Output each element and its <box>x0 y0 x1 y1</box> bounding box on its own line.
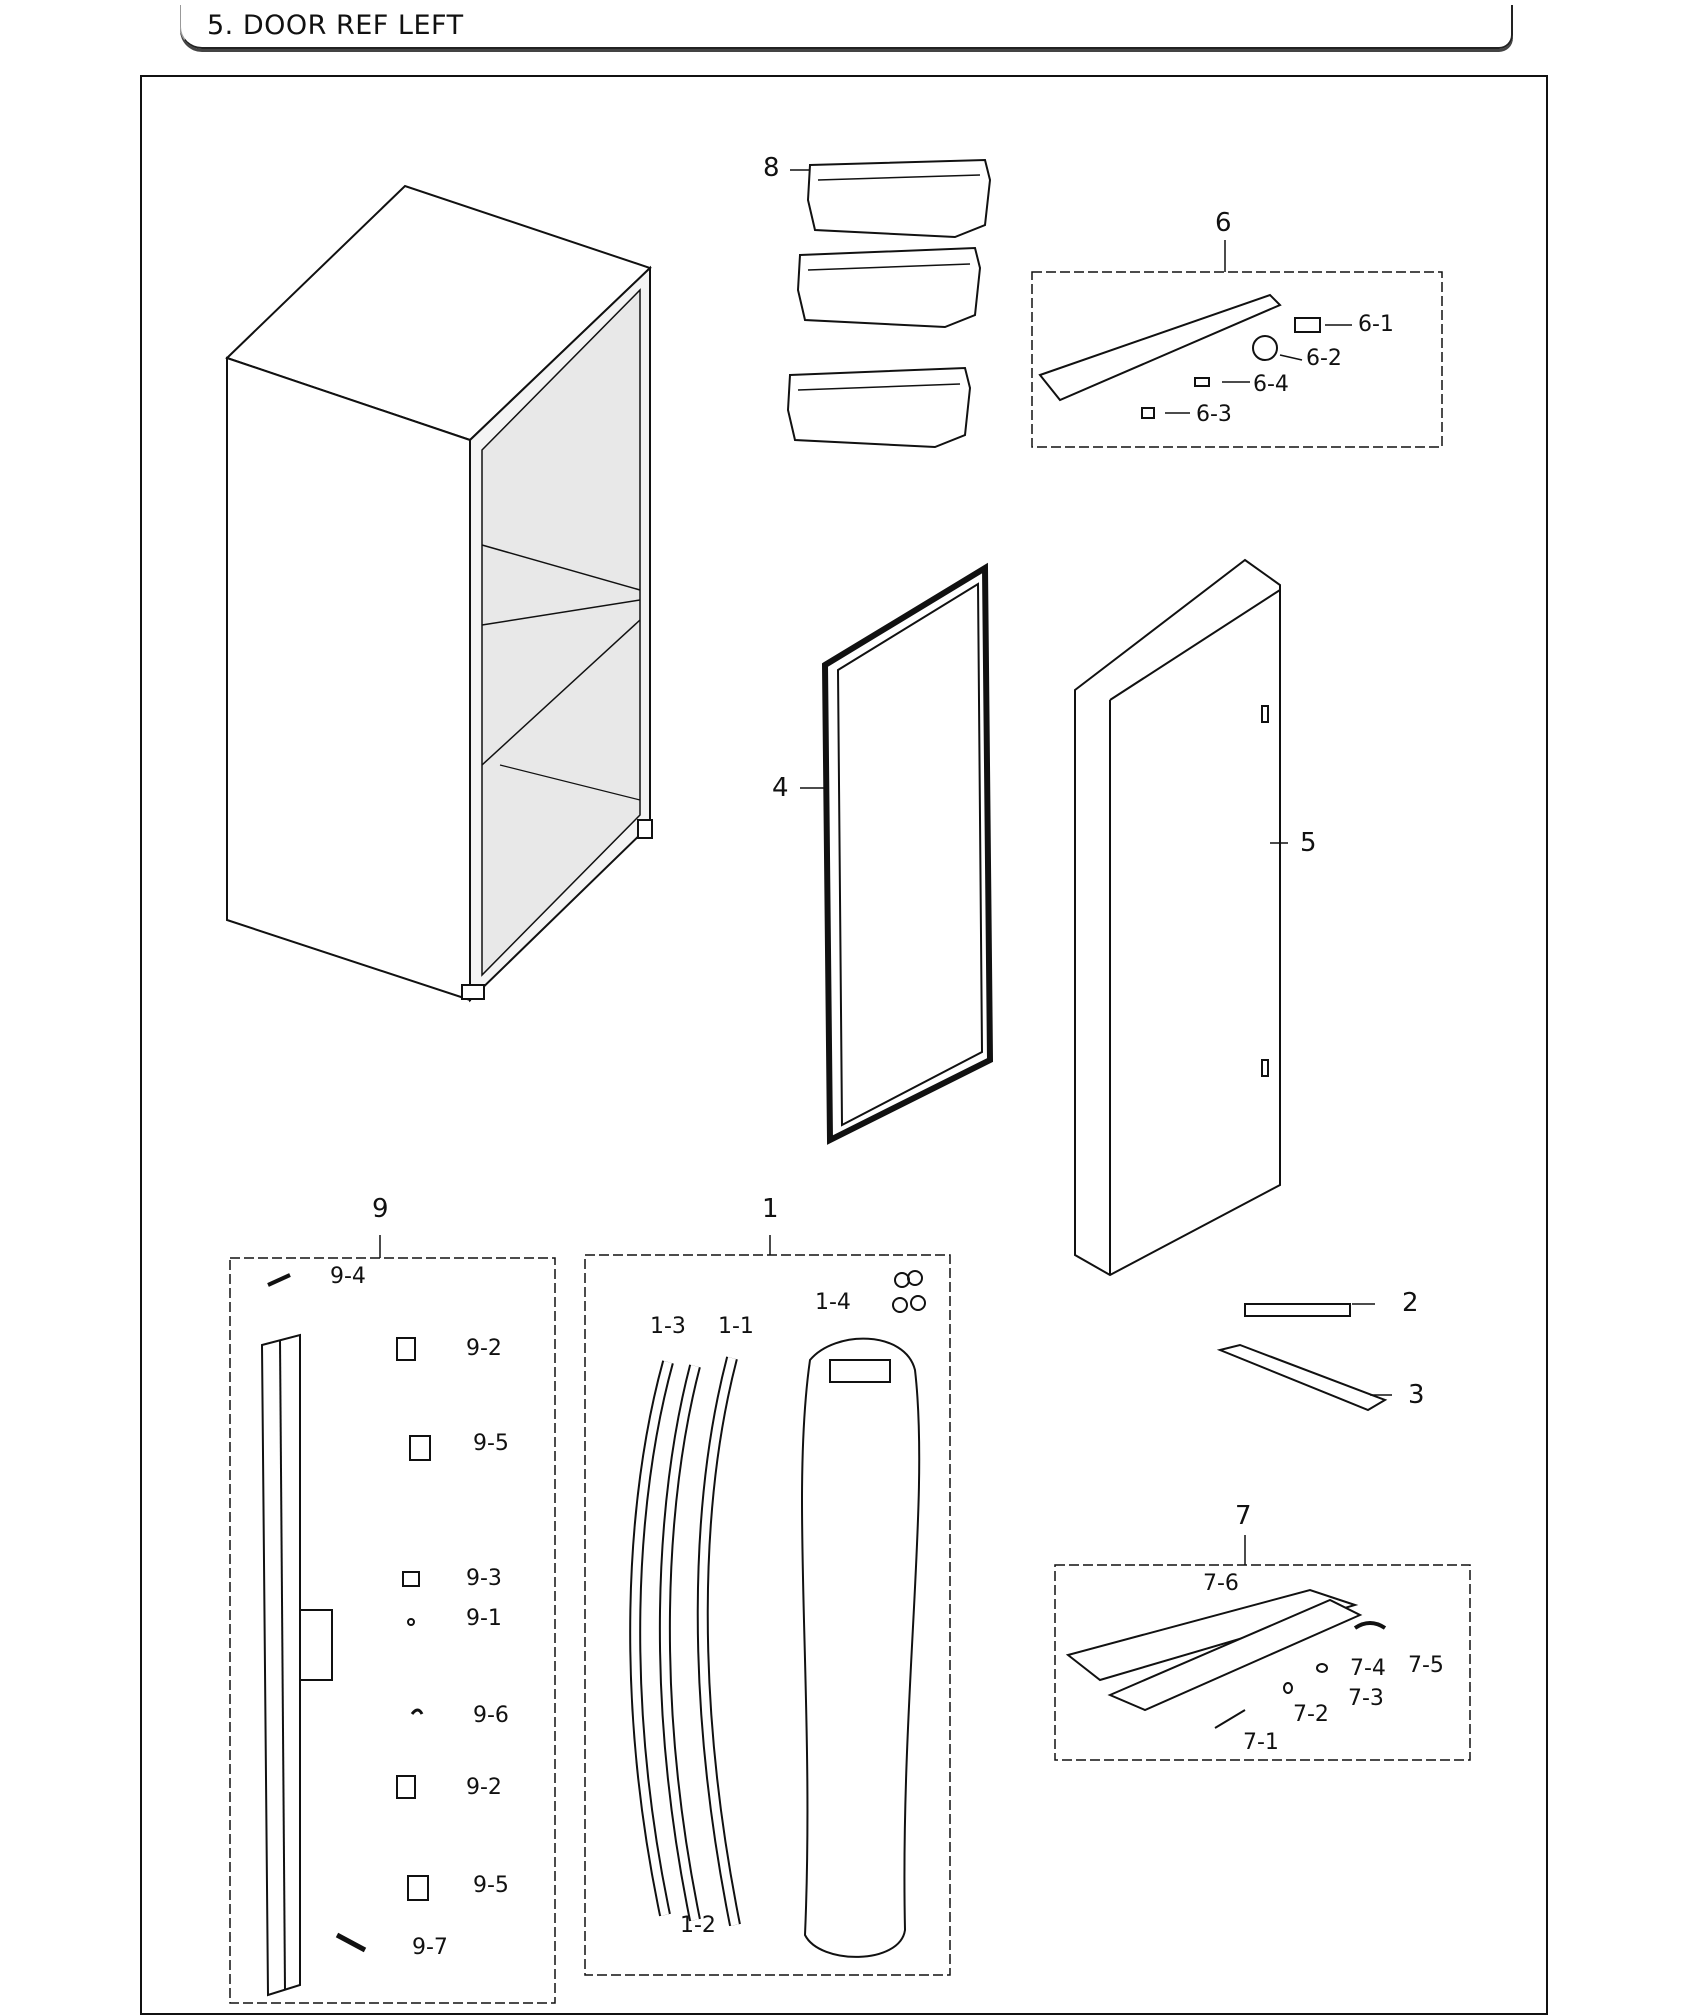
header-banner <box>180 5 1513 49</box>
label-part-1-3: 1-3 <box>650 1314 686 1339</box>
cabinet-drawing <box>225 184 653 1003</box>
box-7-drawing <box>1054 1564 1471 1761</box>
label-part-7-5: 7-5 <box>1408 1653 1444 1678</box>
label-part-9-1: 9-1 <box>466 1606 502 1631</box>
label-part-8: 8 <box>763 153 780 183</box>
label-part-1-4: 1-4 <box>815 1290 851 1315</box>
label-part-9: 9 <box>372 1194 389 1224</box>
label-part-6-3: 6-3 <box>1196 402 1232 427</box>
label-part-6: 6 <box>1215 208 1232 238</box>
label-part-1-1: 1-1 <box>718 1314 754 1339</box>
label-part-9-2-top: 9-2 <box>466 1336 502 1361</box>
label-part-9-5-top: 9-5 <box>473 1431 509 1456</box>
label-part-9-2-bottom: 9-2 <box>466 1775 502 1800</box>
label-part-6-2: 6-2 <box>1306 346 1342 371</box>
box-6-drawing <box>1031 271 1443 448</box>
label-part-6-4: 6-4 <box>1253 372 1289 397</box>
label-part-4: 4 <box>772 773 789 803</box>
page-title: 5. DOOR REF LEFT <box>207 10 464 41</box>
label-part-7-1: 7-1 <box>1243 1730 1279 1755</box>
leader-lines <box>379 169 1392 1565</box>
door-drawing <box>1074 558 1281 1277</box>
label-part-7: 7 <box>1235 1501 1252 1531</box>
gasket-drawing <box>821 562 994 1145</box>
label-part-1-2: 1-2 <box>680 1913 716 1938</box>
label-part-9-6: 9-6 <box>473 1703 509 1728</box>
label-part-7-3: 7-3 <box>1348 1686 1384 1711</box>
label-part-7-4: 7-4 <box>1350 1656 1386 1681</box>
box-1-drawing <box>584 1254 951 1976</box>
label-part-7-6: 7-6 <box>1203 1571 1239 1596</box>
label-part-1: 1 <box>762 1194 779 1224</box>
label-part-9-5-bottom: 9-5 <box>473 1873 509 1898</box>
label-part-2: 2 <box>1402 1288 1419 1318</box>
label-part-9-7: 9-7 <box>412 1935 448 1960</box>
label-part-6-1: 6-1 <box>1358 312 1394 337</box>
box-9-drawing <box>229 1257 556 2004</box>
label-part-5: 5 <box>1300 828 1317 858</box>
label-part-7-2: 7-2 <box>1293 1702 1329 1727</box>
label-part-3: 3 <box>1408 1380 1425 1410</box>
label-part-9-4: 9-4 <box>330 1264 366 1289</box>
parts-2-3-drawing <box>1216 1303 1388 1412</box>
label-part-9-3: 9-3 <box>466 1566 502 1591</box>
door-bins-drawing <box>786 158 992 449</box>
